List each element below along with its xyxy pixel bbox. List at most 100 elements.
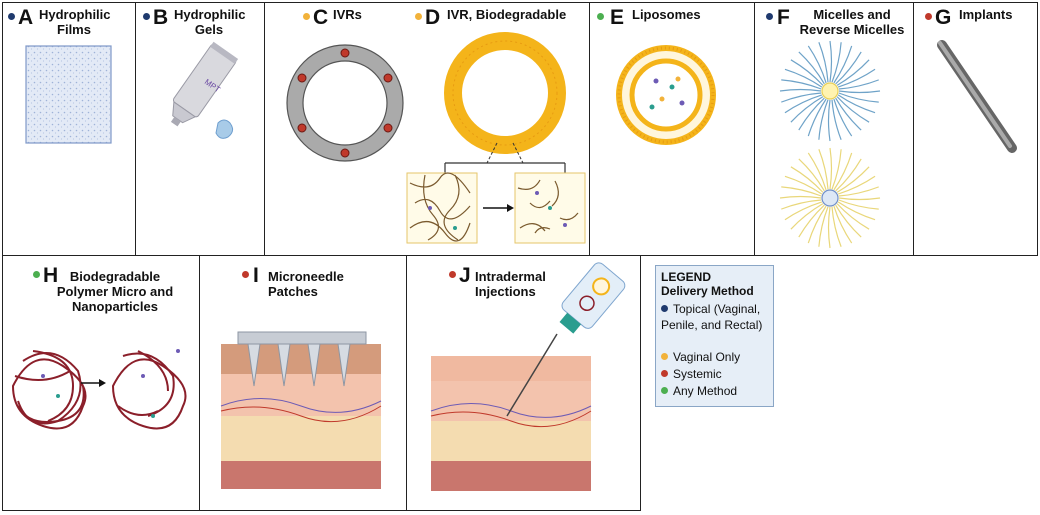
panel-hydrophilic-films: A Hydrophilic Films [2,2,136,256]
micelle-chain [837,175,876,195]
micelle-chain [779,195,822,199]
panel-title: Hydrophilic Gels [174,7,246,37]
legend-label: Vaginal Only [673,350,741,364]
micelle-chain [831,149,842,190]
panel-ivrs: C IVRs D IVR, Biodegradable [264,2,590,256]
micelle-chain [790,203,824,230]
panel-letter: I [253,264,259,287]
micelle-chain [781,199,822,210]
gel-drop [215,119,234,139]
delivery-dot-topical [8,13,15,20]
panel-letter: B [153,6,169,29]
micelle-chain [798,204,825,238]
micelle-chain [818,42,829,83]
legend-label: Systemic [673,367,722,381]
micelle-chain [798,51,825,85]
micelle-chain [835,97,862,131]
micelle-chain [833,45,853,84]
micelle-chain [835,158,862,192]
micelle-chain [831,99,842,140]
panel-letter: H [43,264,59,287]
legend-item-vaginal: Vaginal Only [661,349,773,365]
micelle-chain [838,92,879,103]
panel-title: Micelles and Reverse Micelles [799,7,905,37]
polymer-mesh-before [406,172,478,244]
panel-intradermal: J Intradermal Injections [406,255,641,511]
panel-letter: D [425,6,441,29]
delivery-dot-vaginal [303,13,310,20]
panel-title: Hydrophilic Films [39,7,111,37]
panel-implants: G Implants [913,2,1038,256]
micelle-chain [798,158,825,192]
panel-polymer-particles: H Biodegradable Polymer Micro and Nanopa… [2,255,200,511]
micelle-chain [836,59,870,86]
micelle-chain [837,94,876,114]
polymer-particle-after [111,350,187,430]
legend-dot [661,387,668,394]
syringe [559,262,626,334]
legend-label: Topical (Vaginal, Penile, and Rectal) [661,302,763,332]
panel-title: Liposomes [632,7,701,22]
legend-item-any: Any Method [661,383,773,399]
panel-liposomes: E Liposomes [589,2,755,256]
panel-title: Biodegradable Polymer Micro and Nanopart… [56,269,174,314]
micelle-chain [784,68,823,88]
micelle-chain [818,149,829,190]
panel-letter: A [18,6,34,29]
micelle-chain [790,96,824,123]
micelle-chain [829,147,833,190]
ivr-ring [287,45,403,161]
micelle-chain [781,186,822,197]
legend-dot [661,305,668,312]
micelle-chain [833,205,853,244]
micelle-chain [827,206,831,249]
panel-letter: G [935,6,952,29]
legend-dot [661,353,668,360]
panel-title: Intradermal Injections [475,269,546,299]
delivery-dot-systemic [925,13,932,20]
micelle-chain [807,45,827,84]
needle [506,333,558,417]
panel-title: Implants [959,7,1013,22]
biodegradable-ring [444,32,566,154]
micelle-chain [835,204,862,238]
micelle-chain [833,98,853,137]
microneedle-patch [237,331,367,387]
micelle-chain [831,206,842,247]
legend-box: LEGEND Delivery Method Topical (Vaginal,… [655,265,774,407]
delivery-dot-topical [143,13,150,20]
micelle-chain [829,40,833,83]
micelle-chain [837,201,876,221]
delivery-dot-systemic [449,271,456,278]
legend-subtitle: Delivery Method [661,284,754,298]
micelle-chain [781,79,822,90]
polymer-particle-before [11,350,87,430]
micelle-chain [784,175,823,195]
legend-dot [661,370,668,377]
panel-letter: F [777,6,790,29]
legend-item-topical: Topical (Vaginal, Penile, and Rectal) [661,301,773,333]
skin-microneedle-illustration [220,331,382,489]
micelle-chain [807,98,827,137]
micelle-chain [807,205,827,244]
liposome-inner-layer [629,58,703,132]
panel-letter: J [459,264,471,287]
legend-label: Any Method [673,384,738,398]
panel-micelles: F Micelles and Reverse Micelles [754,2,914,256]
delivery-dot-any [597,13,604,20]
ivr-illustration [286,32,586,244]
micelle-chain [818,206,829,247]
micelle-chain [838,90,881,94]
micelle-chain [781,92,822,103]
gel-tube-illustration: MPT [170,41,239,139]
micelle-chain [836,166,870,193]
panel-title: Microneedle Patches [268,269,344,299]
panel-letter: C [313,6,329,29]
delivery-dot-vaginal [415,13,422,20]
micelle-chain [835,51,862,85]
micelle-chain [807,152,827,191]
delivery-dot-systemic [242,271,249,278]
implant-illustration [937,40,1017,153]
micelle-chain [818,99,829,140]
panel-microneedles: I Microneedle Patches [199,255,407,511]
